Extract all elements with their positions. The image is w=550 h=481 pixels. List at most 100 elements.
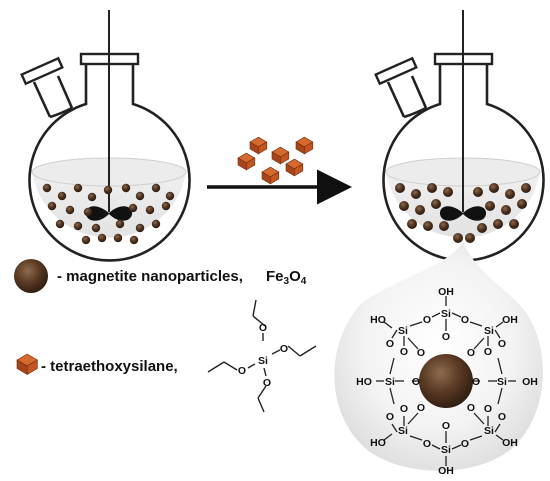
nanoparticle — [97, 233, 107, 243]
atom-o: O — [461, 438, 469, 450]
left-flask-center-neck — [84, 62, 135, 104]
teos-o: O — [238, 365, 246, 377]
atom-o: O — [467, 402, 475, 414]
nanoparticle — [73, 221, 83, 231]
nanoparticle — [453, 233, 463, 243]
shell-atom-labels: OH Si O O O HO Si O O O OH Si O O O HO S… — [356, 286, 538, 477]
atom-o: O — [484, 403, 492, 415]
formula-sub-4: 4 — [301, 276, 307, 287]
nanoparticle — [151, 183, 161, 193]
atom-o: O — [461, 314, 469, 326]
nanoparticle — [129, 235, 139, 245]
atom-o: O — [412, 376, 420, 388]
nanoparticle — [83, 207, 93, 217]
atom-o: O — [400, 346, 408, 358]
atom-si: Si — [398, 425, 408, 437]
nanoparticle — [395, 183, 405, 193]
atom-si: Si — [484, 425, 494, 437]
nanoparticle — [42, 183, 52, 193]
left-flask-side-neck — [32, 75, 74, 118]
teos-cube — [16, 353, 38, 375]
atom-si: Si — [385, 376, 395, 388]
nanoparticle — [55, 219, 65, 229]
nanoparticle — [57, 191, 67, 201]
atom-o: O — [472, 376, 480, 388]
atom-o: O — [417, 347, 425, 359]
legend: - magnetite nanoparticles, Fe3O4 - tetra… — [14, 259, 317, 413]
nanoparticle — [399, 201, 409, 211]
nanoparticle — [501, 205, 511, 215]
atom-o: O — [417, 402, 425, 414]
atom-o: O — [400, 403, 408, 415]
teos-cube — [271, 146, 290, 165]
atom-si: Si — [497, 376, 507, 388]
atom-oh-top: OH — [438, 286, 454, 298]
nanoparticle — [521, 183, 531, 193]
nanoparticle — [47, 201, 57, 211]
atom-o: O — [442, 420, 450, 432]
shell-bonds — [376, 296, 516, 466]
formula-o: O — [289, 268, 301, 285]
nanoparticle — [505, 189, 515, 199]
legend-teos-cube-swatch — [16, 353, 38, 375]
atom-ho: HO — [370, 437, 386, 449]
atom-oh: OH — [502, 314, 518, 326]
atom-o: O — [386, 338, 394, 350]
nanoparticle — [493, 219, 503, 229]
reaction-arrow-group — [207, 136, 352, 205]
atom-si: Si — [484, 325, 494, 337]
left-flask-body — [28, 98, 191, 262]
teos-cube — [261, 166, 280, 185]
nanoparticle — [145, 205, 155, 215]
nanoparticle — [423, 221, 433, 231]
teos-cubes-above-arrow — [237, 136, 314, 185]
atom-o: O — [467, 347, 475, 359]
legend-nanoparticle-formula: Fe3O4 — [266, 268, 307, 287]
nanoparticle — [161, 201, 171, 211]
nanoparticle — [517, 199, 527, 209]
atom-o: O — [498, 338, 506, 350]
legend-nanoparticle-label: - magnetite nanoparticles, — [57, 268, 243, 285]
nanoparticle — [135, 191, 145, 201]
atom-si-bottom: Si — [441, 444, 451, 456]
atom-o: O — [484, 346, 492, 358]
right-flask-center-neck — [438, 62, 489, 104]
nanoparticle — [65, 205, 75, 215]
nanoparticle — [477, 223, 487, 233]
nanoparticle — [165, 191, 175, 201]
formula-fe: Fe — [266, 268, 284, 285]
nanoparticle — [407, 219, 417, 229]
nanoparticle — [103, 185, 113, 195]
atom-o: O — [442, 331, 450, 343]
nanoparticle — [431, 199, 441, 209]
atom-si-top: Si — [441, 308, 451, 320]
right-stirrer-blade — [439, 206, 487, 221]
nanoparticle — [439, 221, 449, 231]
nanoparticle — [443, 187, 453, 197]
atom-oh: OH — [502, 437, 518, 449]
atom-ho: HO — [356, 376, 372, 388]
nanoparticle — [121, 183, 131, 193]
nanoparticle — [128, 203, 138, 213]
left-flask-particles — [42, 183, 175, 245]
nanoparticle — [415, 205, 425, 215]
atom-oh: OH — [522, 376, 538, 388]
atom-ho: HO — [370, 314, 386, 326]
atom-o: O — [386, 411, 394, 423]
nanoparticle — [151, 219, 161, 229]
legend-teos-label: - tetraethoxysilane, — [41, 358, 178, 375]
left-stirrer-blade — [85, 206, 133, 221]
nanoparticle — [411, 189, 421, 199]
nanoparticle — [489, 183, 499, 193]
nanoparticle — [473, 187, 483, 197]
teos-structure: O Si O O O — [207, 299, 317, 413]
teos-o: O — [259, 322, 267, 334]
atom-o: O — [423, 438, 431, 450]
teos-si: Si — [258, 355, 268, 367]
nanoparticle — [81, 235, 91, 245]
nanoparticle — [115, 219, 125, 229]
atom-si: Si — [398, 325, 408, 337]
teos-o: O — [280, 343, 288, 355]
